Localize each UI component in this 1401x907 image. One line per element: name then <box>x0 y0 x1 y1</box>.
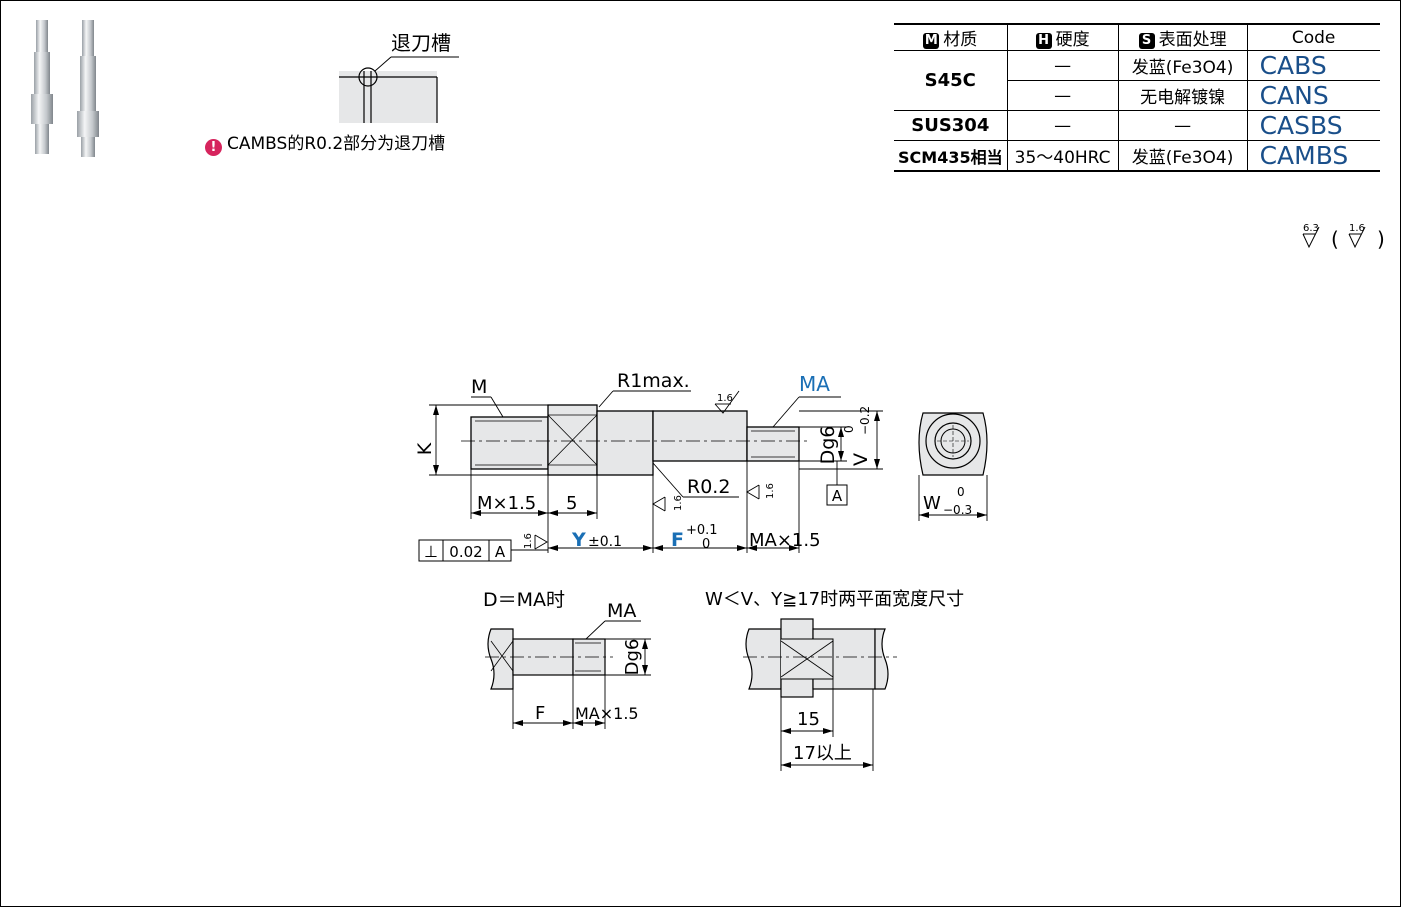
svg-text:): ) <box>1377 227 1385 251</box>
label-dg6: Dg6 <box>817 426 839 465</box>
datum-label: A <box>832 487 843 505</box>
exclamation-icon: ! <box>205 139 222 156</box>
perpendicularity-frame: ⊥ 0.02 A <box>418 539 548 562</box>
hardness-cell: — <box>1006 110 1119 141</box>
surface-cell: 发蓝(Fe3O4) <box>1117 50 1248 81</box>
roughness-general-value: 6.3 <box>1303 223 1319 234</box>
flat-cross-line <box>547 414 598 466</box>
label-f-tol-lower: 0 <box>702 537 710 552</box>
code-cell: CAMBS <box>1246 140 1380 172</box>
label-y-tol: ±0.1 <box>588 534 622 550</box>
roughness-triangle-icon <box>1348 226 1366 249</box>
material-cell: SCM435相当 <box>894 140 1008 172</box>
shoulder-section <box>596 410 654 476</box>
groove-note: ! CAMBS的R0.2部分为退刀槽 <box>205 129 445 156</box>
surface-cell: 发蓝(Fe3O4) <box>1117 140 1248 172</box>
label-w-tol-lower: −0.3 <box>943 503 972 517</box>
roughness-marks <box>534 390 760 550</box>
shaft-body <box>470 404 800 476</box>
label-k: K <box>414 442 436 455</box>
label-r1max: R1max. <box>617 370 690 392</box>
label-w: W <box>923 493 941 514</box>
sub2-title: W＜V、Y≧17时两平面宽度尺寸 <box>705 589 964 610</box>
surface-cell: 无电解镀镍 <box>1117 80 1248 111</box>
roughness-specified-value: 1.6 <box>1349 223 1365 234</box>
sub-drawing-flat-width: W＜V、Y≧17时两平面宽度尺寸 15 17以上 <box>705 589 964 771</box>
relief-groove-detail: 退刀槽 <box>339 31 459 123</box>
shaft-d-section <box>652 410 748 462</box>
roughness-triangle-icon <box>1302 226 1320 249</box>
code-cell: CASBS <box>1246 110 1380 141</box>
code-cell: CANS <box>1246 80 1380 111</box>
label-r02: R0.2 <box>687 476 730 498</box>
material-cell: SUS304 <box>894 110 1008 141</box>
table-row: SUS304 — — CASBS <box>894 110 1380 141</box>
dimension-arrowheads <box>433 405 880 551</box>
material-badge: M <box>923 33 940 49</box>
sub1-label-f: F <box>535 703 545 724</box>
table-row: S45C — 发蓝(Fe3O4) CABS <box>894 50 1380 111</box>
label-v-tol-lower: −0.2 <box>858 406 872 435</box>
label-v-tol-upper: 0 <box>842 425 856 433</box>
roughness-b-value: 1.6 <box>673 495 684 511</box>
table-row: — 无电解镀镍 CANS <box>894 80 1380 111</box>
label-ma: MA <box>799 372 830 396</box>
product-photo <box>31 20 99 157</box>
perpendicular-icon: ⊥ <box>424 542 438 561</box>
label-f-tol-upper: +0.1 <box>686 523 718 538</box>
tolerance-value: 0.02 <box>449 543 482 561</box>
hardness-cell: — <box>1006 50 1119 81</box>
end-view: W 0 −0.3 <box>918 412 988 521</box>
code-cell: CABS <box>1246 50 1380 81</box>
sub-drawing-d-equals-ma: D＝MA时 MA Dg6 F MA×1.5 <box>483 589 651 729</box>
sub1-title: D＝MA时 <box>483 589 565 611</box>
shaft-photo-right <box>77 20 99 157</box>
thread-ma-section <box>746 426 800 462</box>
roughness-c-value: 1.6 <box>765 483 776 499</box>
label-max15: MA×1.5 <box>749 530 821 551</box>
label-mx15: M×1.5 <box>477 493 536 514</box>
label-w-tol-upper: 0 <box>957 485 965 499</box>
hardness-cell: — <box>1007 80 1119 111</box>
label-y: Y <box>571 529 586 551</box>
sub1-label-dg6: Dg6 <box>622 639 643 676</box>
groove-callout-circle <box>358 67 378 87</box>
thread-detail-lines <box>475 414 795 466</box>
hardness-cell: 35～40HRC <box>1006 140 1119 172</box>
thread-m-section <box>470 416 549 470</box>
label-f: F <box>671 529 684 551</box>
roughness-d-value: 1.6 <box>523 533 534 549</box>
label-five: 5 <box>566 493 577 514</box>
sub2-label-17: 17以上 <box>793 743 852 764</box>
surface-badge: S <box>1138 33 1155 49</box>
hardness-badge: H <box>1035 33 1052 49</box>
sub1-label-ma: MA <box>607 600 636 622</box>
tolerance-datum: A <box>495 543 506 561</box>
main-shaft-drawing: 1.6 1.6 1.6 1.6 M R1max. MA K R0.2 Dg6 V… <box>414 370 988 562</box>
roughness-a-value: 1.6 <box>717 393 733 404</box>
surface-cell: — <box>1117 110 1248 141</box>
label-m: M <box>471 376 487 398</box>
surface-roughness-symbol: 6.3 ( 1.6 ) <box>1302 223 1385 251</box>
table-row: SCM435相当 35～40HRC 发蓝(Fe3O4) CAMBS <box>894 140 1380 172</box>
shaft-photo-left <box>31 20 53 154</box>
datum-box <box>826 484 848 506</box>
relief-groove-label: 退刀槽 <box>391 31 451 55</box>
groove-note-text: CAMBS的R0.2部分为退刀槽 <box>227 134 446 154</box>
sub1-label-max15: MA×1.5 <box>575 704 639 723</box>
sub2-label-15: 15 <box>797 709 820 730</box>
svg-text:(: ( <box>1331 227 1339 251</box>
header-code: Code <box>1246 23 1380 51</box>
material-cell: S45C <box>894 50 1008 111</box>
label-v: V <box>850 453 872 466</box>
groove-part-shading <box>339 71 437 123</box>
